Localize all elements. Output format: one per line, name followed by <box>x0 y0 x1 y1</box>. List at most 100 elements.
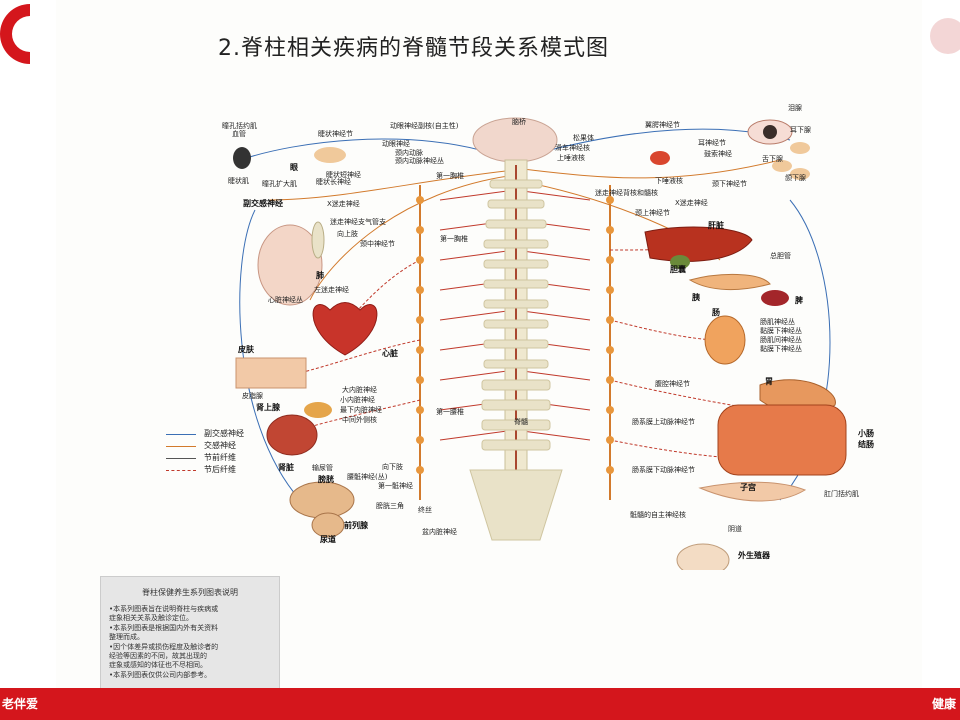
label-oculomotor-para: 动眼神经副核(自主性) <box>390 121 459 130</box>
legend-item: 节前纤维 <box>166 452 306 464</box>
label-chorda-tympani: 鼓索神经 <box>704 149 732 158</box>
label-stomach: 胃 <box>765 377 773 386</box>
genitals-organ <box>676 543 730 570</box>
series-note-box: 脊柱保健养生系列图表说明 •本系列图表旨在说明脊柱与疾病或 症象相关关系及触诊定… <box>100 576 280 696</box>
label-ureter: 输尿管 <box>312 463 333 472</box>
legend-label: 节后纤维 <box>204 465 236 474</box>
gland-organs <box>311 142 810 259</box>
legend-swatch-post <box>166 470 196 471</box>
label-vagina: 阴道 <box>728 524 742 533</box>
kidney-organ <box>266 402 332 456</box>
label-pupil-sphincter: 瞳孔括约肌 <box>222 121 257 130</box>
note-item: •本系列图表仅供公司内部参考。 <box>109 671 212 679</box>
label-para-nerve: 副交感神经 <box>243 198 283 208</box>
label-lung: 肺 <box>316 270 324 280</box>
label-myenteric: 肠肌神经丛 <box>760 317 795 326</box>
label-genitals: 外生殖器 <box>738 550 771 560</box>
label-first-thoracic-top: 第一胸椎 <box>436 171 464 180</box>
note-item: •本系列图表旨在说明脊柱与疾病或 <box>109 605 219 613</box>
label-bile-duct: 总胆管 <box>770 251 791 260</box>
footer-right-text: 健康 <box>931 697 956 711</box>
note-item: 整理而成。 <box>109 633 144 641</box>
liver-organ <box>644 226 753 269</box>
label-vagus-right: X迷走神经 <box>675 198 708 207</box>
legend-item: 副交感神经 <box>166 428 306 440</box>
label-middle-ganglion: 中间外侧核 <box>342 415 377 424</box>
intestine-organ <box>704 315 746 365</box>
diagram-labels: 瞳孔括约肌 血管 睫状神经节 动眼神经副核(自主性) 脑桥 松果体 翼腭神经节 … <box>222 103 874 560</box>
label-pterygopalatine: 翼腭神经节 <box>645 120 680 129</box>
label-liver: 肝脏 <box>708 220 724 230</box>
label-oculomotor: 动眼神经 <box>382 139 410 148</box>
legend-item: 交感神经 <box>166 440 306 452</box>
spleen-organ <box>761 290 789 306</box>
note-item: 症象相关关系及触诊定位。 <box>109 614 193 622</box>
lung-organ <box>257 224 323 306</box>
label-lacrimal: 泪腺 <box>788 103 802 112</box>
label-first-lumbar: 第一腰椎 <box>436 407 464 416</box>
legend-swatch-para <box>166 434 196 435</box>
heart-organ <box>312 302 378 356</box>
legend-swatch-pre <box>166 458 196 459</box>
label-sphincter: 肛门括约肌 <box>824 489 859 498</box>
label-dilator: 瞳孔扩大肌 <box>262 179 297 188</box>
label-spleen: 脾 <box>794 295 803 305</box>
vertebrae <box>481 179 551 451</box>
label-ciliary-ganglion: 睫状神经节 <box>318 129 353 138</box>
label-intestine: 肠 <box>711 307 720 317</box>
label-vagus: X迷走神经 <box>327 199 360 208</box>
label-pons: 脑桥 <box>512 117 526 126</box>
label-submucosal: 黏膜下神经丛 <box>760 326 802 335</box>
small-intestine-organ <box>717 404 847 476</box>
label-pelvic-plexus: 腰骶神经(丛) <box>347 472 388 481</box>
label-middle-cervical: 颈中神经节 <box>360 239 395 248</box>
label-lesser-splanchnic: 小内脏神经 <box>340 395 375 404</box>
note-title: 脊柱保健养生系列图表说明 <box>142 588 238 597</box>
label-carotid-plexus: 颈内动脉神经丛 <box>395 156 444 165</box>
label-ciliary-long: 睫状长神经 <box>316 177 351 186</box>
label-ciliary-short: 睫状短神经 <box>326 170 361 179</box>
pancreas-organ <box>688 273 771 291</box>
label-trochlear-nucleus: 滑车神经核 <box>555 143 590 152</box>
label-sweat-gland: 皮脂腺 <box>242 391 263 400</box>
brand-logo-right <box>918 0 960 70</box>
label-vagus-nucleus: 迷走神经背核和髓核 <box>595 188 658 197</box>
brand-logo-left <box>0 0 60 70</box>
nervous-system-diagram: 瞳孔括约肌 血管 睫状神经节 动眼神经副核(自主性) 脑桥 松果体 翼腭神经节 … <box>222 103 874 570</box>
label-skin: 皮肤 <box>237 344 255 354</box>
page-title: 2.脊柱相关疾病的脊髓节段关系模式图 <box>218 36 609 61</box>
label-eye: 眼 <box>290 163 298 172</box>
legend-label: 节前纤维 <box>204 453 236 462</box>
label-celiac: 腹腔神经节 <box>655 379 690 388</box>
legend-swatch-sym <box>166 446 196 447</box>
label-subserous: 黏膜下神经丛 <box>760 344 802 353</box>
label-upper-limb: 向上肢 <box>337 229 358 238</box>
eye-organ <box>233 119 793 169</box>
bladder-organ <box>289 481 355 538</box>
label-pineal: 松果体 <box>573 133 594 142</box>
note-item: •本系列图表是根据国内外有关资料 <box>109 624 219 632</box>
label-internal-carotid: 颈内动脉 <box>395 148 423 157</box>
label-kidney: 肾脏 <box>278 462 294 472</box>
label-ciliary-muscle: 睫状肌 <box>228 176 249 185</box>
diagram-legend: 副交感神经 交感神经 节前纤维 节后纤维 <box>166 428 306 476</box>
legend-item: 节后纤维 <box>166 464 306 476</box>
label-adrenal: 肾上腺 <box>256 402 281 412</box>
label-greater-splanchnic: 大内脏神经 <box>342 385 377 394</box>
label-first-sacral: 第一骶神经 <box>378 481 413 490</box>
label-superior-cervical: 颈上神经节 <box>635 208 670 217</box>
legend-label: 交感神经 <box>204 441 236 450</box>
label-otic-ganglion: 耳神经节 <box>698 138 726 147</box>
label-small-int: 小肠 <box>857 428 874 438</box>
label-bladder: 膀胱 <box>317 474 334 484</box>
label-terminal: 终丝 <box>418 505 432 514</box>
label-vagus-trunk: 迷走神经支气管支 <box>330 217 386 226</box>
legend-label: 副交感神经 <box>204 429 244 438</box>
label-superior-salivatory: 上唾液核 <box>557 153 585 162</box>
label-prostate: 前列腺 <box>344 520 369 530</box>
sacrum <box>469 469 563 541</box>
note-item: 经验等因素的不同，故其出现的 <box>109 652 207 660</box>
label-left-vagus: 左迷走神经 <box>314 285 349 294</box>
label-least-splanchnic: 最下内脏神经 <box>340 405 382 414</box>
label-inferior-hypogastric: 向下肢 <box>382 462 403 471</box>
